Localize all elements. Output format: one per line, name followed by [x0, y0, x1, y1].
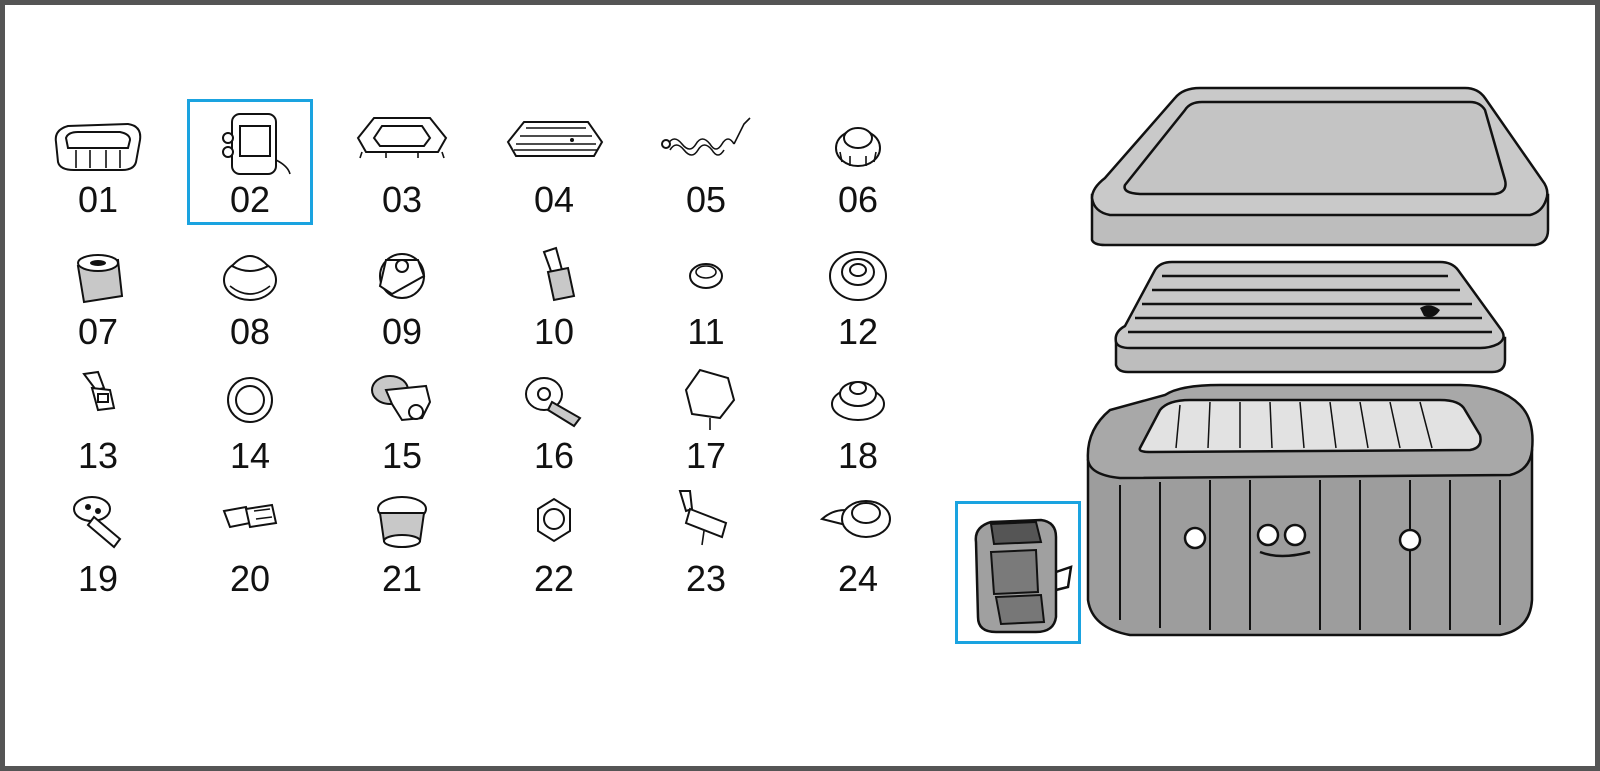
part-number: 23: [685, 558, 727, 599]
part-03: 03: [340, 100, 464, 224]
part-number: 04: [533, 179, 575, 220]
tub-cover-icon: [1090, 86, 1550, 247]
part-number: 15: [381, 435, 423, 476]
part-number: 05: [685, 179, 727, 220]
part-number: 13: [77, 435, 119, 476]
clip-buckle-icon: [222, 503, 278, 529]
part-number: 01: [77, 179, 119, 220]
part-06: 06: [796, 100, 920, 224]
inflatable-lid-icon: [506, 121, 604, 157]
jet-nozzle-icon: [73, 496, 122, 549]
pump-highlight-box: [955, 501, 1081, 644]
part-11: 11: [644, 232, 768, 356]
plug-icon: [829, 251, 887, 301]
valve-icon: [378, 253, 426, 299]
part-number: 24: [837, 558, 879, 599]
part-22: 22: [492, 479, 616, 603]
part-24: 24: [796, 479, 920, 603]
part-number: 20: [229, 558, 271, 599]
filter-cap-icon: [835, 127, 881, 167]
part-16: 16: [492, 356, 616, 480]
threaded-valve-icon: [377, 496, 427, 548]
part-01: 01: [36, 100, 160, 224]
small-cap-icon: [689, 263, 723, 289]
test-tool-icon: [678, 490, 728, 546]
nut-icon: [537, 497, 571, 543]
part-number: 10: [533, 311, 575, 352]
chemical-floater-icon: [684, 368, 736, 430]
tub-cover-icon: [356, 117, 448, 159]
jet-fitting-icon: [525, 377, 582, 428]
part-number: 11: [687, 311, 725, 352]
part-number: 12: [837, 311, 879, 352]
part-number: 14: [229, 435, 271, 476]
spa-tub-icon: [1086, 383, 1534, 637]
part-number: 09: [381, 311, 423, 352]
inflation-valve-icon: [819, 500, 891, 538]
ring-icon: [227, 377, 273, 423]
part-07: 07: [36, 232, 160, 356]
part-number: 02: [229, 179, 271, 220]
part-15: 15: [340, 356, 464, 480]
drain-fitting-icon: [371, 375, 432, 422]
part-05: 05: [644, 100, 768, 224]
part-10: 10: [492, 232, 616, 356]
part-number: 19: [77, 558, 119, 599]
part-17: 17: [644, 356, 768, 480]
buckle-icon: [82, 370, 116, 412]
part-04: 04: [492, 100, 616, 224]
inflation-hose-icon: [661, 117, 751, 156]
part-02: 02: [187, 99, 313, 225]
part-number: 06: [837, 179, 879, 220]
part-23: 23: [644, 479, 768, 603]
part-number: 18: [837, 435, 879, 476]
assembly-illustration: [1086, 86, 1550, 637]
part-19: 19: [36, 479, 160, 603]
part-number: 21: [381, 558, 423, 599]
part-number: 08: [229, 311, 271, 352]
part-number: 03: [381, 179, 423, 220]
part-number: 07: [77, 311, 119, 352]
pump-icon: [974, 518, 1073, 634]
pump-icon: [222, 113, 291, 175]
part-18: 18: [796, 356, 920, 480]
part-number: 22: [533, 558, 575, 599]
spa-tub-icon: [54, 122, 142, 171]
part-20: 20: [188, 479, 312, 603]
part-12: 12: [796, 232, 920, 356]
filter-cartridge-icon: [76, 254, 124, 304]
part-21: 21: [340, 479, 464, 603]
air-valve-icon: [831, 381, 885, 421]
part-number: 17: [685, 435, 727, 476]
part-14: 14: [188, 356, 312, 480]
inflatable-lid-icon: [1114, 260, 1507, 374]
part-number: 16: [533, 435, 575, 476]
hose-adapter-icon: [542, 246, 576, 302]
connector-icon: [223, 255, 277, 301]
part-13: 13: [36, 356, 160, 480]
part-09: 09: [340, 232, 464, 356]
part-08: 08: [188, 232, 312, 356]
